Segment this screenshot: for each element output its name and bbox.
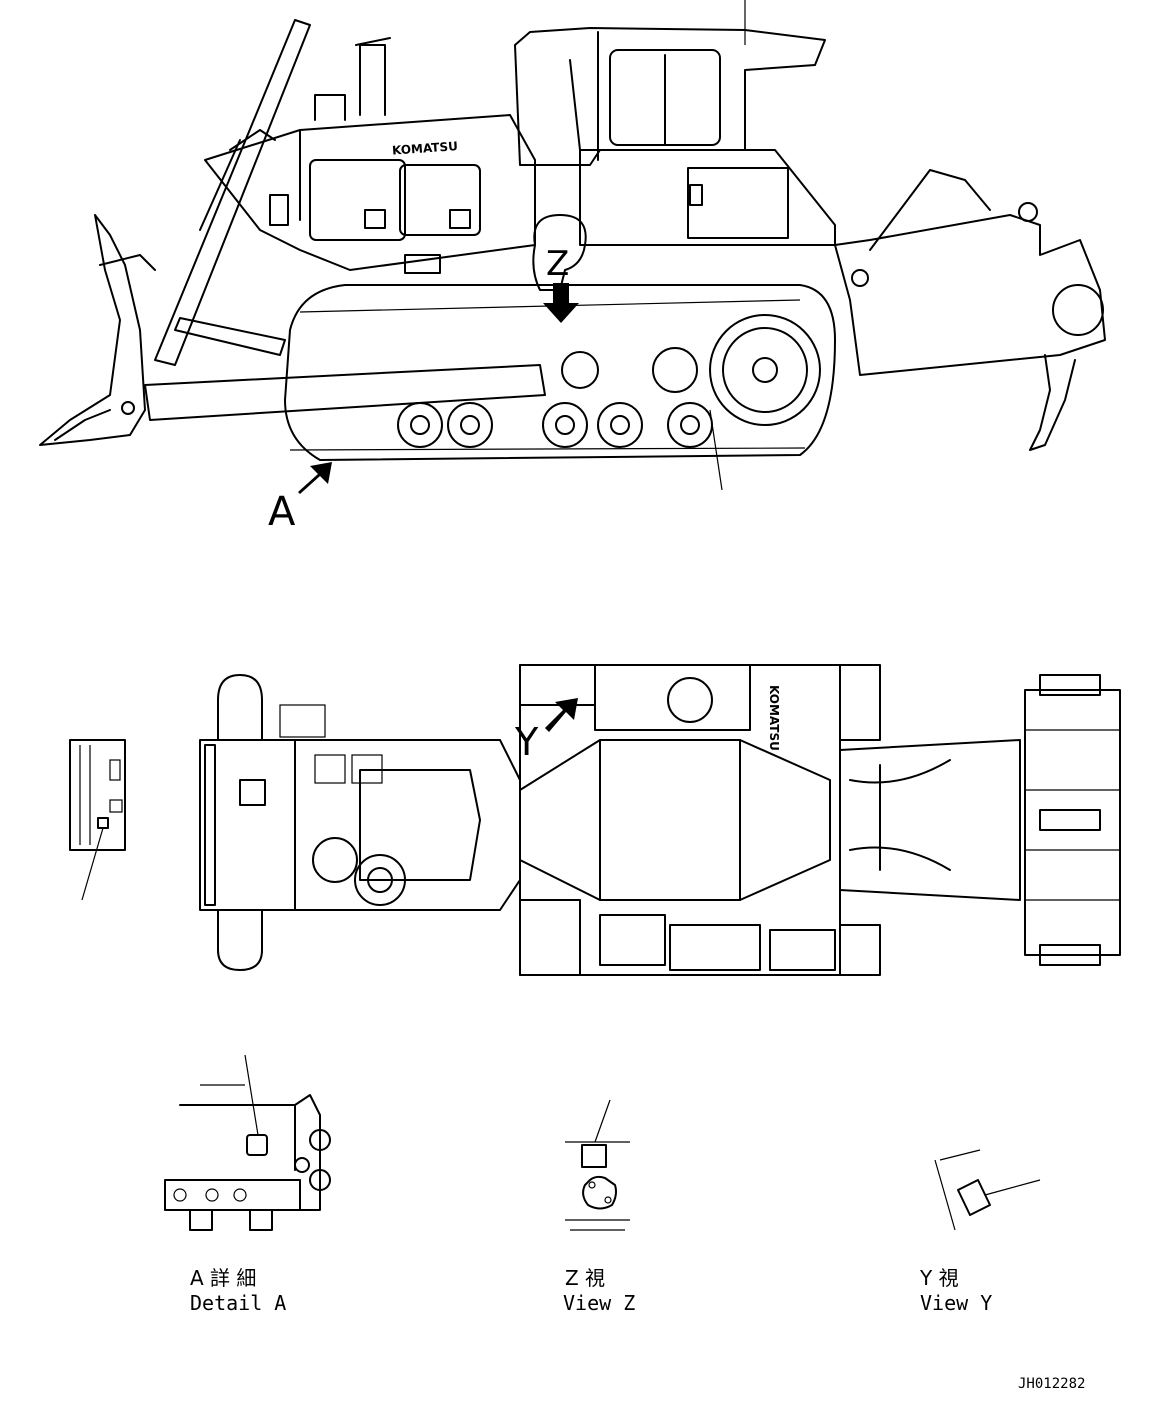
view-z-marker: Z <box>546 244 569 284</box>
partial-side-view <box>69 739 126 901</box>
view-y-arrow <box>545 698 578 732</box>
detail-a-caption-jp: A 詳 細 <box>190 1266 256 1290</box>
top-view-bulldozer: KOMATSU Y <box>199 664 1121 976</box>
detail-a-label-plate <box>246 1134 268 1156</box>
view-z-label-plate <box>581 1144 607 1168</box>
view-y-caption-en: View Y <box>920 1291 992 1315</box>
detail-a-marker: A <box>268 489 296 535</box>
view-z-arrow <box>543 283 579 323</box>
side-view-bulldozer: KOMATSU <box>39 0 1106 535</box>
blade-top <box>1024 689 1121 956</box>
top-logo: KOMATSU <box>767 685 781 751</box>
detail-a-caption-en: Detail A <box>190 1291 286 1315</box>
view-y: Y 視 View Y <box>919 1149 1041 1315</box>
view-y-label-plate <box>957 1179 991 1216</box>
drawing-number: JH012282 <box>1018 1376 1085 1392</box>
view-z-caption-jp: Z 視 <box>565 1266 605 1290</box>
view-z: Z 視 View Z <box>563 1099 635 1315</box>
sprocket <box>709 314 821 426</box>
track-rollers <box>397 347 713 448</box>
view-z-caption-en: View Z <box>563 1291 635 1315</box>
side-logo: KOMATSU <box>392 139 459 158</box>
detail-a: A 詳 細 Detail A <box>164 1054 331 1315</box>
view-y-marker: Y <box>514 720 539 764</box>
detail-a-arrow <box>298 462 332 494</box>
view-y-caption-jp: Y 視 <box>919 1266 959 1290</box>
